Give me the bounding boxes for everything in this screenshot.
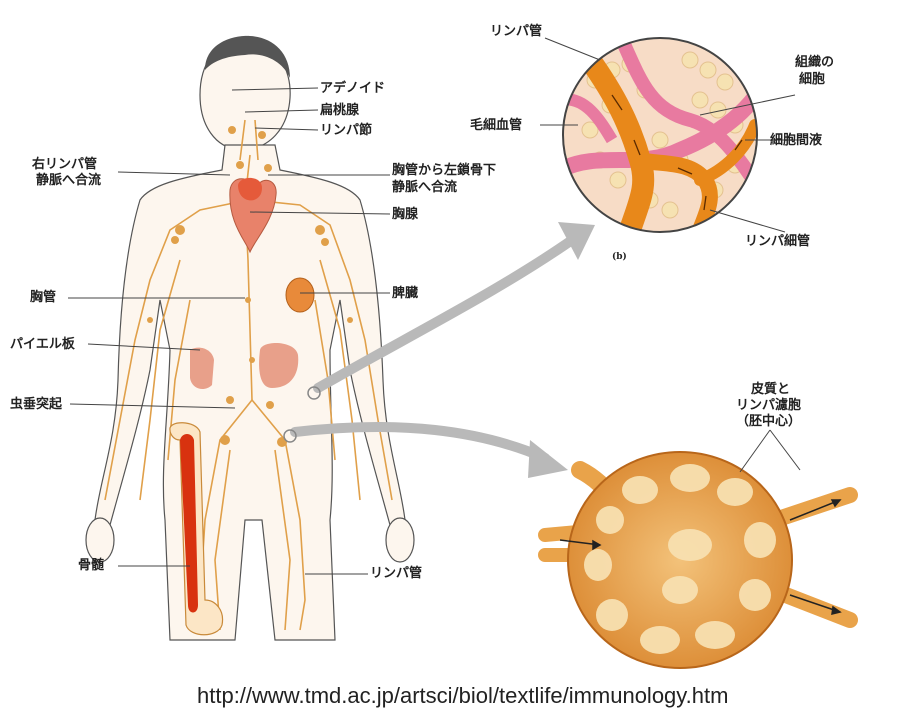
label-lymph-node: リンパ節 bbox=[320, 123, 373, 138]
left-hand bbox=[85, 517, 115, 563]
bone-marrow-core bbox=[180, 434, 198, 613]
label-appendix: 虫垂突起 bbox=[10, 397, 63, 412]
label-thoracic-left-2: 静脈へ合流 bbox=[392, 180, 458, 195]
label-tonsil: 扁桃腺 bbox=[320, 103, 360, 118]
label-node-2: リンパ濾胞 bbox=[736, 398, 802, 413]
inset-border bbox=[562, 37, 758, 233]
capillary-inset bbox=[563, 38, 757, 232]
right-hand bbox=[385, 517, 415, 563]
label-node-1: 皮質と bbox=[751, 382, 791, 397]
label-thoracic-left-1: 胸管から左鎖骨下 bbox=[392, 163, 497, 178]
label-bone-marrow: 骨髄 bbox=[78, 558, 105, 573]
thymus-organ bbox=[238, 177, 262, 201]
label-tissue-cells-2: 細胞 bbox=[799, 72, 826, 87]
label-lymph-capillary: リンパ細管 bbox=[745, 234, 811, 249]
label-thymus: 胸腺 bbox=[392, 207, 419, 222]
label-panel-b: (b) bbox=[612, 252, 627, 262]
spleen-organ bbox=[285, 277, 315, 313]
source-url[interactable]: http://www.tmd.ac.jp/artsci/biol/textlif… bbox=[197, 683, 729, 708]
label-capillary: 毛細血管 bbox=[470, 118, 523, 133]
label-spleen: 脾臓 bbox=[392, 286, 419, 301]
hair bbox=[205, 35, 290, 78]
label-peyer: パイエル板 bbox=[10, 337, 75, 352]
label-leg-lymph-vessel: リンパ管 bbox=[370, 566, 423, 581]
lymph-node-dots bbox=[147, 126, 353, 447]
peyer-patch-organ bbox=[190, 347, 214, 390]
label-adenoid: アデノイド bbox=[320, 81, 386, 96]
leader-lines bbox=[68, 37, 801, 575]
label-tissue-cells-1: 組織の bbox=[795, 55, 835, 70]
label-right-duct-1: 右リンパ管 bbox=[32, 157, 98, 172]
label-node-3: （胚中心） bbox=[736, 414, 802, 429]
label-interstitial-fluid: 細胞間液 bbox=[770, 133, 823, 148]
pointer-arrows bbox=[290, 235, 577, 463]
label-inset-lymph-vessel: リンパ管 bbox=[490, 24, 543, 39]
intestine bbox=[259, 343, 299, 388]
label-thoracic-duct: 胸管 bbox=[30, 290, 57, 305]
lymph-node-diagram bbox=[538, 451, 858, 669]
label-right-duct-2: 静脈へ合流 bbox=[36, 173, 102, 188]
